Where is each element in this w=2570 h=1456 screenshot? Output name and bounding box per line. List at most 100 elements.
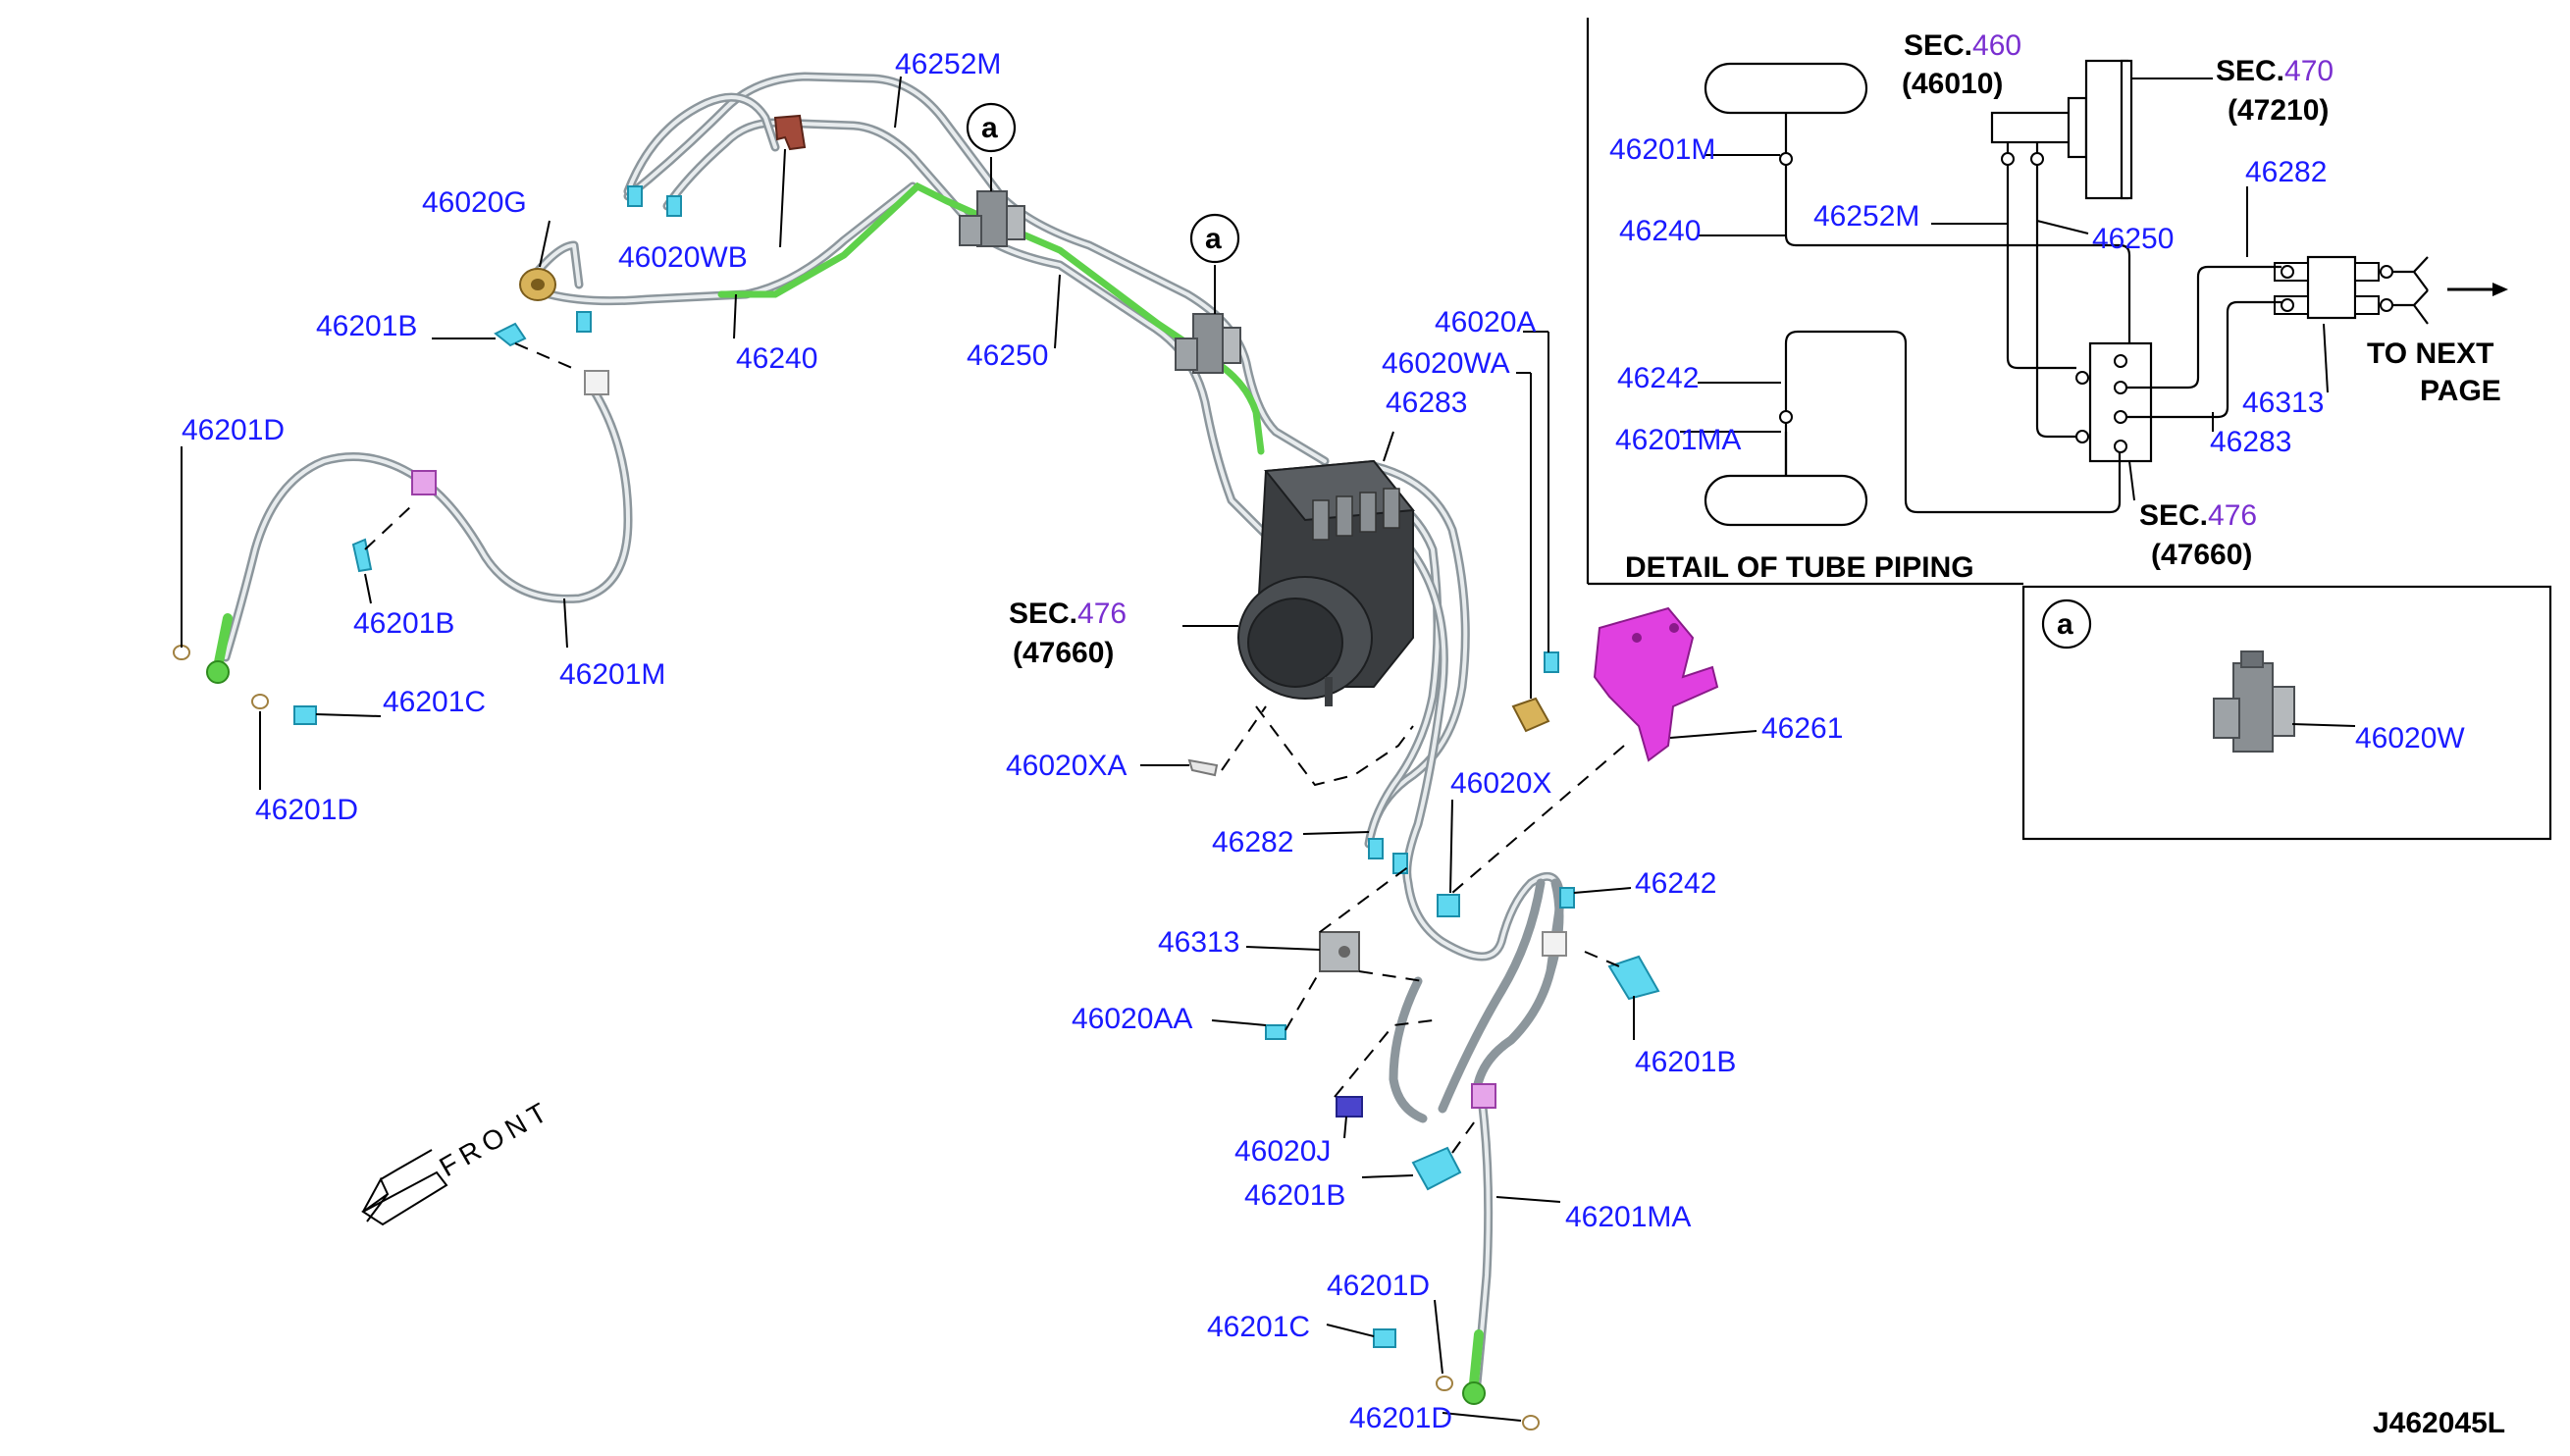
hose-46201M-eye — [206, 660, 230, 684]
detail-label-46283: 46283 — [2210, 426, 2291, 458]
label-sec476: SEC.476 — [1009, 598, 1127, 630]
label-46201MA: 46201MA — [1565, 1201, 1691, 1233]
detail-pipe-46250 — [2035, 142, 2076, 439]
tube-46242-lower — [1472, 878, 1564, 1094]
main-leader-lines — [181, 76, 1757, 1422]
detail-sec470-code: (47210) — [2228, 94, 2329, 127]
detail-label-46250: 46250 — [2092, 223, 2174, 255]
clip-46201B-upper — [494, 322, 527, 347]
hose-46201MA-eye — [1462, 1381, 1486, 1405]
part-46020XA-clip — [1187, 758, 1219, 777]
clip-46201B-lower — [1411, 1146, 1462, 1191]
detail-label-46201MA: 46201MA — [1615, 424, 1741, 456]
label-46313: 46313 — [1158, 926, 1239, 959]
detail-label-46242: 46242 — [1617, 362, 1699, 394]
front-arrow: FRONT — [361, 1094, 557, 1226]
clip-46020X — [1437, 894, 1460, 917]
part-46020G-grommet — [519, 268, 556, 301]
detail-to-next-2: PAGE — [2420, 375, 2501, 407]
label-46240: 46240 — [736, 342, 817, 375]
callout-a-upper-letter: a — [981, 112, 998, 144]
bolt-46020AA — [1265, 1024, 1286, 1040]
detail-panel: 46201M 46240 46252M 46250 46282 46242 46… — [1586, 18, 2508, 586]
detail-label-46252M: 46252M — [1813, 200, 1919, 233]
detail-title: DETAIL OF TUBE PIPING — [1625, 551, 1974, 584]
detail-label-46313: 46313 — [2242, 387, 2324, 419]
fitting-46240-end — [576, 311, 592, 333]
assembly-dash-lines — [364, 342, 1625, 1154]
label-46201D-upper-left: 46201D — [182, 414, 285, 446]
label-46252M: 46252M — [895, 48, 1001, 80]
label-46201D-lower-1: 46201D — [1327, 1270, 1430, 1302]
detail-label-46282: 46282 — [2245, 156, 2327, 188]
label-46261: 46261 — [1761, 712, 1843, 745]
label-46201C-lower: 46201C — [1207, 1311, 1310, 1343]
abs-actuator — [1237, 459, 1415, 706]
label-sec476-code: (47660) — [1013, 637, 1114, 669]
label-46020XA: 46020XA — [1006, 750, 1127, 782]
detail-pipe-46242 — [1784, 330, 2122, 514]
detail-master-flange — [2067, 96, 2088, 159]
label-46201D-lower-left: 46201D — [255, 794, 358, 826]
label-46201B-upper: 46201B — [316, 310, 417, 342]
main-labels: 46252M 46020G 46020WB 46201B 46240 46250… — [182, 48, 2505, 1439]
detail-sec476-code: (47660) — [2151, 539, 2252, 571]
tube-46250 — [662, 118, 1271, 540]
inset-a-panel: a 46020W — [2021, 585, 2552, 841]
label-46283: 46283 — [1386, 387, 1467, 419]
callout-a-lower — [1189, 213, 1240, 264]
label-46020WB: 46020WB — [618, 241, 748, 274]
label-46020G: 46020G — [422, 186, 527, 219]
callout-a-upper — [966, 102, 1017, 153]
joint-block-lower — [1175, 265, 1241, 374]
label-46020WA: 46020WA — [1382, 347, 1510, 380]
detail-sec460-label: SEC.460 — [1904, 29, 2021, 62]
hose-46201M — [417, 378, 633, 603]
part-46020WB-clip — [773, 114, 807, 151]
bolt-46201C-lower — [1373, 1328, 1396, 1348]
part-46313-connector — [1319, 931, 1360, 972]
detail-pipe-46252M — [2006, 142, 2076, 370]
label-46020X: 46020X — [1450, 767, 1551, 800]
label-46250: 46250 — [967, 339, 1048, 372]
label-46201D-lower-2: 46201D — [1349, 1402, 1452, 1434]
drawing-id: J462045L — [2373, 1407, 2505, 1439]
detail-label-46201M: 46201M — [1609, 133, 1715, 166]
label-46201B-left: 46201B — [353, 607, 454, 640]
detail-label-46240: 46240 — [1619, 215, 1701, 247]
washer-46201D-d — [1522, 1415, 1540, 1430]
label-46201B-right: 46201B — [1635, 1046, 1736, 1078]
detail-sec470-label: SEC.470 — [2216, 55, 2334, 87]
label-46201C-left: 46201C — [383, 686, 486, 718]
inset-a-callout-circle — [2041, 598, 2092, 650]
detail-master-cylinder — [1990, 111, 2072, 144]
hose-46201MA-fitting-top — [1542, 931, 1567, 957]
hose-46201M-fitting-mid — [411, 470, 437, 495]
detail-rear-wheel-bottom — [1704, 474, 1868, 527]
label-46282: 46282 — [1212, 826, 1293, 858]
fitting-upper-left-1 — [627, 185, 643, 207]
front-arrow-label: FRONT — [435, 1094, 557, 1182]
hose-46201M-fitting-top — [584, 370, 609, 395]
inset-a-part-46020W: 46020W — [2355, 722, 2465, 754]
detail-pipe-46283 — [2126, 300, 2282, 419]
part-46261-bracket — [1593, 606, 1719, 762]
bolt-46201C-left — [293, 705, 317, 725]
detail-connector-46313 — [2306, 255, 2357, 320]
washer-46201D-c — [1436, 1376, 1453, 1391]
clip-46201B-right — [1607, 955, 1660, 1001]
label-46020J: 46020J — [1234, 1135, 1331, 1168]
label-46201B-lower: 46201B — [1244, 1179, 1345, 1212]
inset-a-border — [2021, 585, 2552, 841]
inset-a-joint-block — [2213, 650, 2295, 753]
inset-a-callout-letter: a — [2057, 608, 2073, 641]
clip-46201B-left — [351, 538, 373, 573]
detail-rear-wheel-top — [1704, 62, 1868, 115]
tube-green-a — [717, 182, 995, 298]
label-46020AA: 46020AA — [1072, 1003, 1192, 1035]
detail-sec460-code: (46010) — [1902, 68, 2003, 100]
part-46020J-clip — [1336, 1096, 1363, 1118]
joint-block-upper — [959, 157, 1025, 247]
fitting-46282 — [1368, 838, 1384, 859]
